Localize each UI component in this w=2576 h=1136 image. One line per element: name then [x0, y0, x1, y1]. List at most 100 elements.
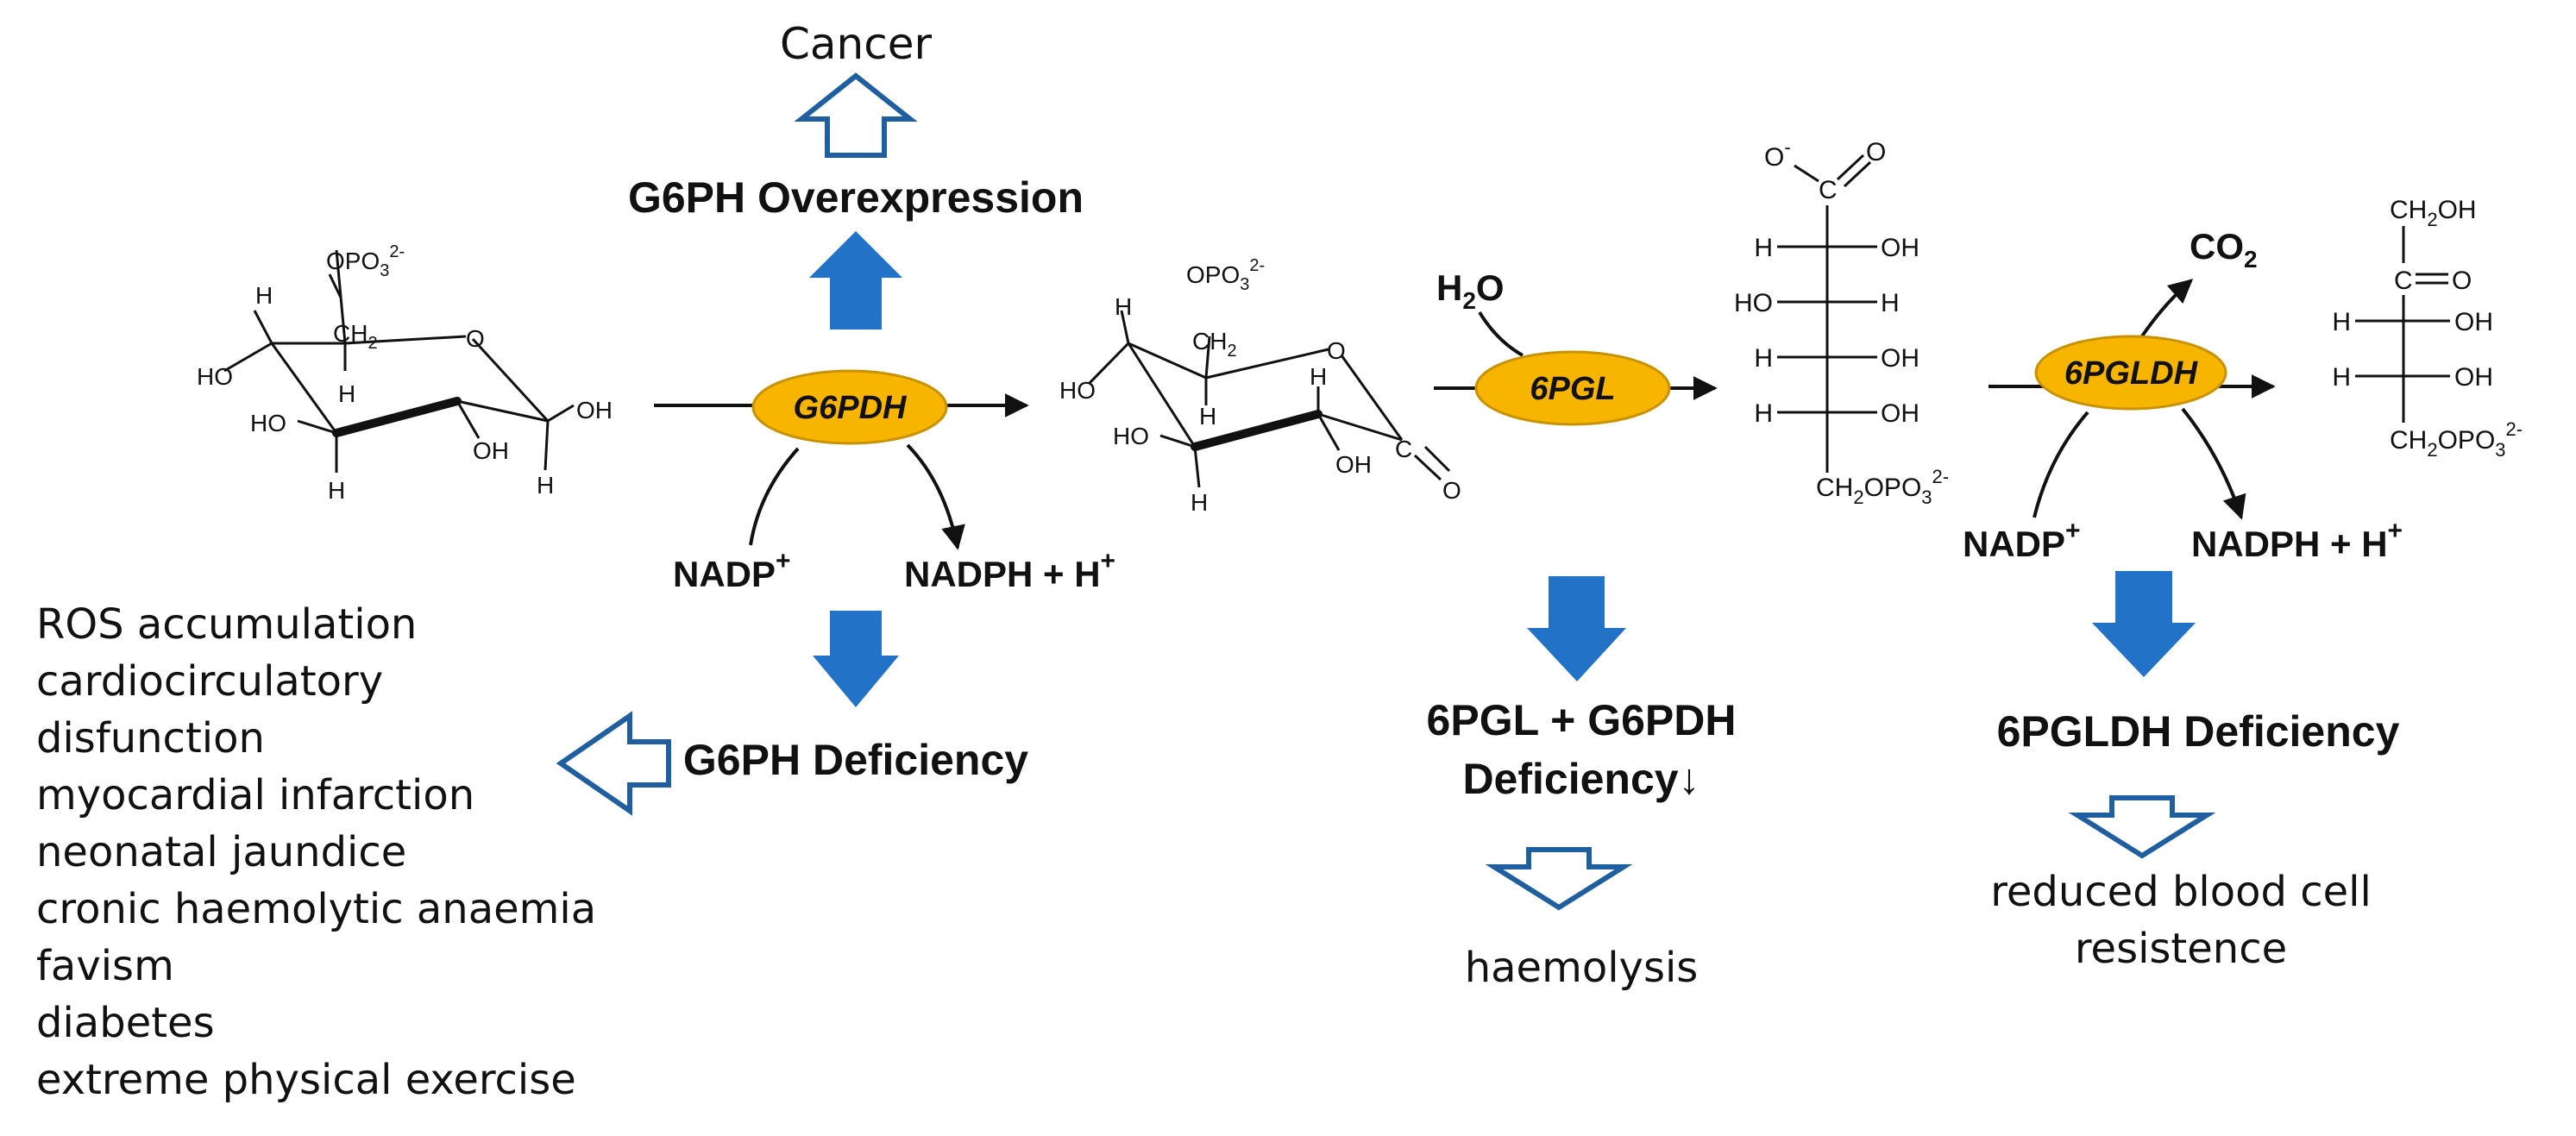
reduced-resistance-line2: resistence: [2075, 925, 2287, 973]
solid-down-arrow-icon-g6ph: [813, 611, 899, 707]
m2-carbonyl-o: O: [1442, 477, 1461, 504]
outline-down-arrow-icon-haemolysis: [1485, 847, 1633, 911]
outline-down-arrow-icon-reduced: [2068, 795, 2216, 859]
m3-row2-right: H: [1881, 289, 1900, 317]
m2-ho-left: HO: [1059, 377, 1096, 404]
m2-carbonyl-c: C: [1395, 436, 1412, 462]
m3-row4-left: H: [1754, 399, 1773, 428]
co2-label: CO: [2190, 226, 2244, 267]
6pgl-deficiency-line1: 6PGL + G6PDH: [1427, 696, 1737, 744]
m3-row1-left: H: [1754, 234, 1773, 262]
svg-text:CH2: CH2: [333, 320, 378, 353]
m2-opo3: OPO: [1186, 261, 1240, 288]
consequence-item: diabetes: [36, 999, 215, 1047]
svg-text:NADP+: NADP+: [1963, 517, 2081, 564]
m4-row2-right: OH: [2454, 363, 2493, 392]
consequence-item: neonatal jaundice: [36, 828, 406, 876]
nadp-curve-2: [2033, 411, 2089, 518]
h2o-curve: [1478, 311, 1524, 357]
svg-text:NADP+: NADP+: [673, 547, 791, 594]
m1-h-right: H: [537, 472, 554, 499]
consequence-item: ROS accumulation: [36, 600, 417, 649]
outline-left-arrow-icon: [556, 711, 671, 816]
m1-oh-lower: OH: [473, 437, 509, 464]
g6pdh-enzyme-ellipse: [751, 369, 948, 445]
m4-row1-right: OH: [2454, 308, 2493, 336]
reduced-resistance-line1: reduced blood cell: [1990, 868, 2372, 916]
nadph-curve-2: [2181, 407, 2246, 520]
m1-h-top: H: [255, 282, 273, 309]
m3-o-top: O: [1866, 138, 1886, 166]
solid-down-arrow-icon-6pgldh: [2092, 571, 2196, 677]
glucose-6-phosphate-structure: OPO32- CH2 O HO HO OH OH H H H H: [197, 242, 613, 504]
nadph-curve-1: [906, 443, 965, 550]
consequence-item: favism: [36, 942, 174, 990]
m1-ho-lower: HO: [250, 410, 286, 436]
6pgldh-enzyme-ellipse: [2034, 335, 2227, 411]
m3-row2-left: HO: [1734, 289, 1773, 317]
solid-up-arrow-icon: [809, 231, 902, 330]
consequence-item: extreme physical exercise: [36, 1056, 576, 1104]
6pgl-deficiency-line2: Deficiency↓: [1462, 755, 1700, 803]
svg-text:OPO32-: OPO32-: [1186, 256, 1265, 294]
m3-row4-right: OH: [1881, 399, 1919, 428]
svg-text:NADPH + H+: NADPH + H+: [2191, 517, 2403, 564]
outline-up-arrow-icon: [794, 72, 918, 158]
svg-text:CH2OPO32-: CH2OPO32-: [2390, 418, 2523, 461]
6pgl-enzyme-ellipse: [1474, 350, 1671, 426]
6pgl-enzyme-label: 6PGL: [1530, 371, 1615, 407]
6pgldh-enzyme-label: 6PGLDH: [2064, 355, 2199, 392]
nadp-label-1: NADP: [673, 554, 776, 594]
g6ph-deficiency-consequence-list: ROS accumulation cardiocirculatory disfu…: [36, 600, 596, 1104]
m2-ch2: CH: [1192, 328, 1227, 355]
nadp-label-2: NADP: [1963, 524, 2065, 564]
m1-opo3: OPO: [326, 248, 380, 274]
m2-h-c2: H: [1310, 363, 1327, 390]
svg-text:CH2OH: CH2OH: [2390, 196, 2477, 230]
6-phosphogluconolactone-structure: OPO32- CH2 O HO HO OH H H H H C O: [1059, 256, 1461, 516]
haemolysis-label: haemolysis: [1465, 944, 1699, 992]
m4-bottom: CH: [2390, 426, 2427, 455]
g6ph-deficiency-label: G6PH Deficiency: [683, 736, 1028, 784]
m4-c: C: [2394, 267, 2413, 295]
m3-row3-left: H: [1754, 344, 1773, 373]
m2-h-c4: H: [1199, 403, 1216, 430]
m3-row3-right: OH: [1881, 344, 1919, 373]
m1-h-bottom: H: [328, 477, 345, 504]
m1-h-c4: H: [338, 380, 355, 407]
cancer-label: Cancer: [780, 19, 932, 69]
svg-text:CH2OPO32-: CH2OPO32-: [1816, 466, 1949, 508]
nadph-label-1: NADPH + H: [904, 554, 1101, 594]
m1-ch2: CH: [333, 320, 368, 347]
nadp-curve-1: [749, 447, 800, 546]
m3-bottom: CH: [1816, 474, 1853, 502]
6pgldh-deficiency-label: 6PGLDH Deficiency: [1997, 707, 2400, 756]
m2-h-bottom: H: [1191, 489, 1208, 516]
svg-text:CO2: CO2: [2190, 226, 2258, 273]
m3-row1-right: OH: [1881, 234, 1919, 262]
m1-ring-o: O: [466, 325, 485, 352]
m4-o: O: [2452, 267, 2472, 295]
consequence-item: disfunction: [36, 714, 265, 763]
m2-h-top: H: [1115, 293, 1132, 320]
m3-c-top: C: [1819, 176, 1838, 204]
svg-text:CH2: CH2: [1192, 328, 1237, 361]
m1-ho-left: HO: [197, 363, 233, 390]
g6pdh-enzyme-label: G6PDH: [794, 390, 908, 426]
ribulose-5-phosphate-structure: CH2OH C O H OH H OH CH2OPO32-: [2332, 196, 2523, 461]
m3-o-minus: O: [1764, 143, 1784, 172]
svg-text:NADPH + H+: NADPH + H+: [904, 547, 1115, 594]
solid-down-arrow-icon-6pgl: [1527, 576, 1626, 681]
m2-ho-lower: HO: [1113, 423, 1149, 449]
svg-text:OPO32-: OPO32-: [326, 242, 405, 280]
overexpression-label: G6PH Overexpression: [628, 173, 1084, 222]
svg-text:O-: O-: [1764, 136, 1791, 172]
m4-row1-left: H: [2332, 308, 2351, 336]
m2-ring-o: O: [1327, 337, 1346, 364]
consequence-item: myocardial infarction: [36, 771, 474, 819]
m1-oh-right: OH: [576, 397, 613, 424]
m4-top: CH: [2390, 196, 2427, 224]
m4-row2-left: H: [2332, 363, 2351, 392]
h2o-label: H: [1436, 267, 1462, 308]
